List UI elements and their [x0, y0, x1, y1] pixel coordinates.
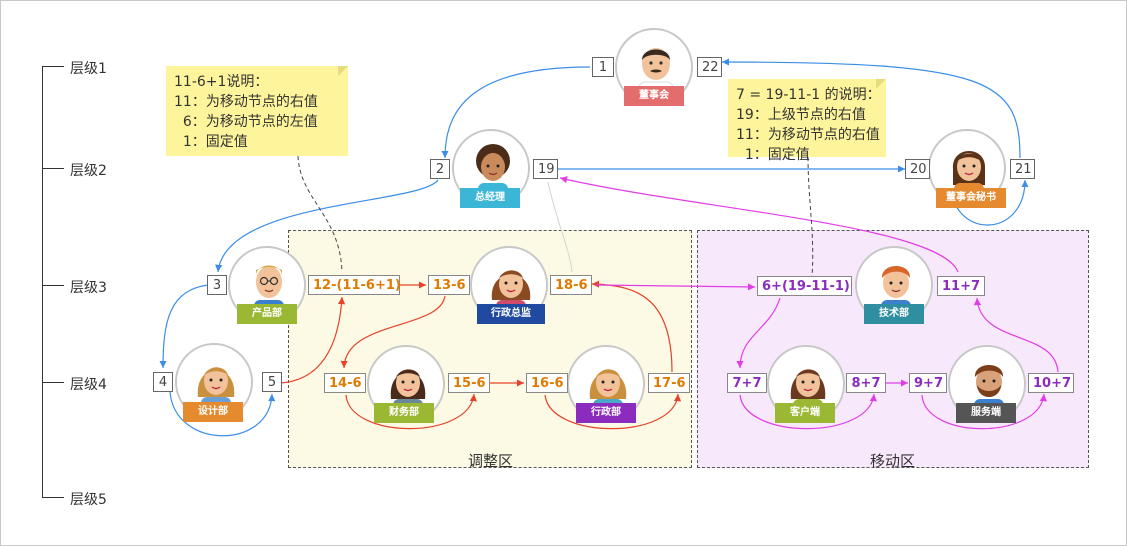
- link-finance-loop: [345, 393, 477, 430]
- link-service-tech: [973, 297, 1059, 373]
- node-finance-tag: 财务部: [374, 403, 434, 423]
- node-design-tag: 设计部: [183, 402, 243, 422]
- note-right: 7 = 19-11-1 的说明： 19：上级节点的右值 11：为移动节点的右值 …: [728, 79, 886, 163]
- level-tick: [42, 168, 64, 169]
- node-customer-right-value: 8+7: [846, 373, 886, 393]
- node-service-left-value: 9+7: [909, 373, 947, 393]
- link-faint: [547, 181, 573, 273]
- red-hair-man-avatar-icon: [881, 266, 911, 314]
- link-director-tech: [595, 283, 756, 291]
- link-design-product: [279, 296, 346, 384]
- note-left: 11-6+1说明： 11：为移动节点的右值 6：为移动节点的左值 1：固定值: [166, 66, 348, 156]
- node-secretary-tag: 董事会秘书: [936, 188, 1006, 208]
- node-gm-right-value: 19: [533, 159, 558, 179]
- node-secretary-right-value: 21: [1010, 159, 1035, 179]
- adjust-zone-label: 调整区: [468, 452, 514, 470]
- note-right-pointer: [807, 156, 814, 277]
- node-product-tag: 产品部: [237, 304, 297, 324]
- node-product-right-value: 12-(11-6+1): [308, 275, 401, 295]
- node-tech-tag: 技术部: [864, 304, 924, 324]
- level-label-1: 层级1: [70, 61, 107, 77]
- node-board-right-value: 22: [697, 57, 722, 77]
- node-admin-right-value: 17-6: [648, 373, 690, 393]
- link-tech-customer: [736, 297, 781, 369]
- node-admin-director-left-value: 13-6: [428, 275, 470, 295]
- link-product-design: [159, 284, 209, 369]
- note-fold-corner: [338, 66, 348, 76]
- node-customer-left-value: 7+7: [727, 373, 767, 393]
- node-finance-left-value: 14-6: [324, 373, 366, 393]
- link-tech-gm: [559, 176, 959, 273]
- node-design-left-value: 4: [153, 372, 173, 392]
- note-left-pointer: [297, 155, 343, 273]
- level-label-4: 层级4: [70, 377, 107, 393]
- link-customer-loop: [739, 393, 877, 430]
- level-label-5: 层级5: [70, 492, 107, 508]
- node-design-right-value: 5: [262, 372, 282, 392]
- node-tech-right-value: 11+7: [937, 276, 985, 296]
- node-board-tag: 董事会: [624, 86, 684, 106]
- level-tick: [42, 382, 64, 383]
- link-director-finance: [340, 295, 446, 369]
- link-gm-product: [215, 179, 439, 273]
- node-finance-right-value: 15-6: [448, 373, 490, 393]
- woman-avatar-icon: [952, 151, 986, 197]
- node-customer-tag: 客户端: [775, 403, 835, 423]
- level-label-2: 层级2: [70, 163, 107, 179]
- node-admin-director-right-value: 18-6: [550, 275, 592, 295]
- node-product-left-value: 3: [207, 275, 227, 295]
- level-tick: [42, 285, 64, 286]
- link-secretary-board: [721, 58, 1021, 159]
- node-secretary-left-value: 20: [905, 159, 930, 179]
- node-board-left-value: 1: [592, 57, 614, 77]
- note-fold-corner: [876, 79, 886, 89]
- node-admin-left-value: 16-6: [526, 373, 568, 393]
- node-admin-director-tag: 行政总监: [477, 304, 545, 324]
- link-design-loop: [169, 391, 276, 437]
- node-admin-tag: 行政部: [576, 403, 636, 423]
- node-service-tag: 服务端: [956, 403, 1016, 423]
- node-tech-left-value: 6+(19-11-1): [757, 276, 852, 296]
- node-service-right-value: 10+7: [1028, 373, 1074, 393]
- link-service-loop: [921, 393, 1047, 430]
- node-gm-left-value: 2: [430, 159, 450, 179]
- level-tick: [42, 497, 64, 498]
- level-label-3: 层级3: [70, 280, 107, 296]
- level-bracket: [42, 66, 43, 498]
- level-tick: [42, 66, 64, 67]
- move-zone-label: 移动区: [870, 452, 916, 470]
- node-gm-tag: 总经理: [460, 188, 520, 208]
- link-admin-loop: [544, 393, 682, 430]
- link-board-gm: [441, 66, 591, 159]
